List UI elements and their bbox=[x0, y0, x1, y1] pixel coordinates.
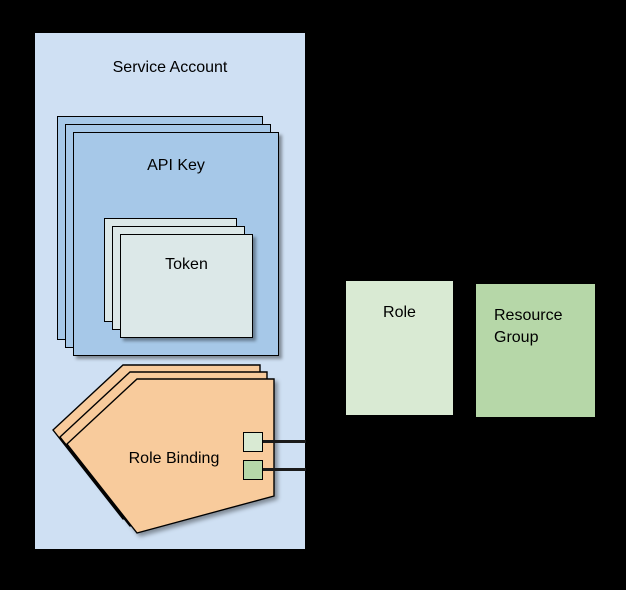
resource-group-connector-square[interactable] bbox=[243, 460, 263, 480]
resource-group-box[interactable]: Resource Group bbox=[476, 284, 595, 417]
resource-group-connector-line bbox=[262, 468, 306, 471]
token-label: Token bbox=[165, 256, 208, 273]
api-key-label: API Key bbox=[147, 157, 205, 174]
role-label: Role bbox=[383, 304, 416, 321]
role-box[interactable]: Role bbox=[346, 281, 453, 415]
role-binding-label: Role Binding bbox=[128, 450, 220, 467]
role-connector-line bbox=[262, 440, 306, 443]
resource-group-label-line-2: Group bbox=[494, 329, 539, 346]
token-card-front[interactable]: Token bbox=[120, 234, 253, 338]
resource-group-label-line-1: Resource bbox=[494, 307, 563, 324]
resource-group-label: Resource Group bbox=[494, 305, 586, 349]
role-connector-square[interactable] bbox=[243, 432, 263, 452]
service-account-label: Service Account bbox=[112, 59, 228, 76]
